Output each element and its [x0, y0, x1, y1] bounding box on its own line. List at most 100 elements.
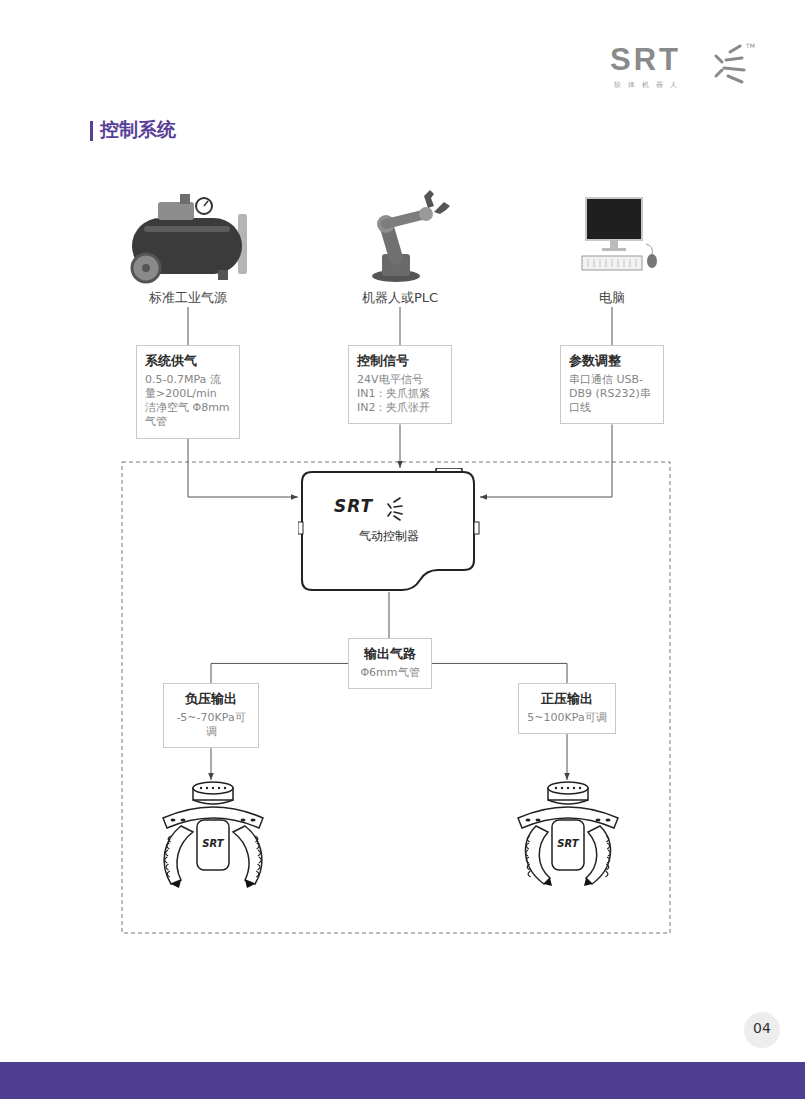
pneumatic-controller: SRT气动控制器 [298, 468, 480, 592]
box-body: 串口通信 USB-DB9 (RS232)串口线 [569, 373, 655, 416]
finger-ridge [167, 871, 170, 877]
hub-bottom [193, 800, 233, 804]
hub-hole [567, 787, 569, 789]
robot-plc-icon: 机器人或PLC [330, 188, 470, 307]
key-line [636, 259, 637, 267]
info-box: 参数调整串口通信 USB-DB9 (RS232)串口线 [560, 345, 664, 424]
key-line [600, 259, 601, 267]
finger-tip [245, 880, 255, 888]
logo-ray [394, 512, 402, 514]
connector [400, 424, 401, 468]
hub-hole [579, 787, 581, 789]
finger-outline [586, 826, 610, 884]
finger-ridge [258, 850, 261, 856]
connector [188, 439, 298, 497]
pressure-gauge [196, 198, 212, 214]
key-line [630, 259, 631, 267]
connector [480, 424, 612, 497]
monitor-foot [602, 248, 626, 251]
compressor-motor [158, 202, 194, 220]
gripper-finger [164, 826, 193, 888]
finger-ridge [608, 850, 611, 856]
frame-hole [596, 819, 601, 822]
hub-bottom [548, 800, 588, 804]
side-fitting [474, 522, 479, 534]
box-heading: 输出气路 [357, 645, 423, 663]
logo-ray [716, 56, 722, 62]
finger-outline [164, 826, 193, 884]
side-fitting [298, 522, 303, 534]
hub-hole [224, 787, 226, 789]
finger-ridge [527, 836, 530, 842]
logo-wordmark: SRT [610, 42, 681, 78]
finger-ridge [526, 857, 529, 863]
box-heading: 系统供气 [145, 352, 231, 370]
page-number: 04 [744, 1020, 780, 1036]
finger-ridge [606, 864, 609, 870]
logo-ray [394, 506, 402, 507]
tank-foot [218, 270, 228, 280]
connector [432, 663, 567, 683]
gripper-logo: SRT [512, 838, 624, 849]
icon-label: 电脑 [542, 289, 682, 307]
logo-ray [730, 46, 740, 52]
hub-hole [573, 787, 575, 789]
finger-ridge [257, 843, 260, 849]
trademark-mark: TM [746, 42, 755, 49]
keyboard [582, 256, 642, 270]
gripper-logo: SRT [157, 838, 269, 849]
icon-label: 机器人或PLC [330, 289, 470, 307]
logo-ray [388, 512, 391, 516]
key-line [588, 259, 589, 267]
logo-ray [724, 68, 744, 70]
finger-outline [233, 826, 262, 884]
finger-ridge [606, 836, 609, 842]
box-heading: 控制信号 [357, 352, 443, 370]
hub-top [193, 782, 233, 794]
hub-hole [212, 787, 214, 789]
logo-ray [716, 70, 722, 76]
connector [188, 307, 189, 345]
key-line [612, 259, 613, 267]
hub-hole [206, 787, 208, 789]
finger-tip [171, 880, 181, 888]
monitor-stand [610, 240, 618, 249]
air-source-icon: 标准工业气源 [118, 188, 258, 307]
finger-ridge [526, 850, 529, 856]
air-tank [132, 218, 242, 274]
finger-ridge [527, 864, 530, 870]
connector [567, 734, 568, 780]
gripper-finger [584, 826, 611, 886]
logo-starburst [716, 46, 744, 82]
frame-hole [171, 819, 176, 822]
key-line [594, 259, 595, 267]
box-heading: 正压输出 [527, 690, 607, 708]
finger-tip [544, 878, 552, 886]
frame-hole [181, 819, 186, 822]
robot-jaw [434, 202, 450, 214]
motor-cap [180, 194, 190, 204]
box-body: -5~-70KPa可调 [172, 711, 250, 740]
connector [211, 748, 212, 780]
soft-gripper: SRT [512, 780, 624, 890]
tank-highlight [144, 226, 230, 232]
logo-ray [726, 58, 742, 60]
finger-ridge [166, 850, 169, 856]
finger-ridge [526, 843, 529, 849]
hub-top [548, 782, 588, 794]
soft-gripper: SRT [157, 780, 269, 890]
logo-ray [394, 516, 400, 520]
gripper-drawing [157, 780, 269, 890]
logo-ray [388, 504, 391, 508]
title-bar [90, 121, 93, 141]
dashed-system-boundary [122, 462, 670, 933]
mouse [647, 254, 657, 268]
box-body: 0.5-0.7MPa 流量>200L/min 洁净空气 Φ8mm气管 [145, 373, 231, 430]
key-line [606, 259, 607, 267]
key-line [624, 259, 625, 267]
compressor-drawing [118, 188, 258, 284]
info-box: 负压输出-5~-70KPa可调 [163, 683, 259, 748]
computer-icon: 电脑 [542, 188, 682, 307]
finger-ridge [258, 864, 261, 870]
